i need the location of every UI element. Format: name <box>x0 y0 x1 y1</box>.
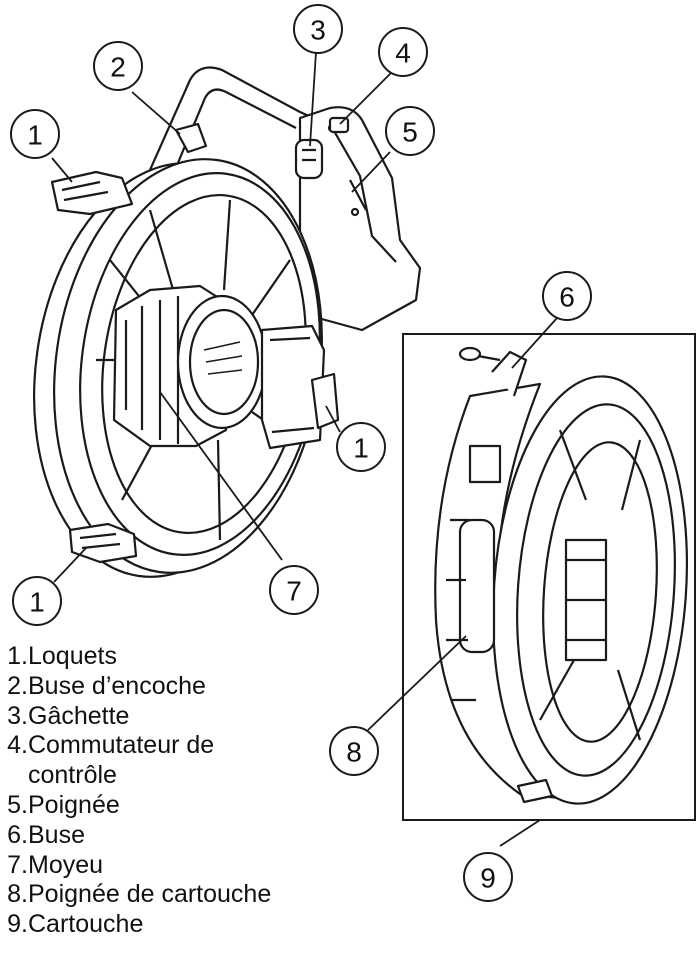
legend-item: 3.Gâchette <box>0 702 271 732</box>
legend-item: 6.Buse <box>0 821 271 851</box>
callout-1-top-number: 1 <box>27 120 43 151</box>
callout-2-number: 2 <box>110 52 126 83</box>
callout-1-right-number: 1 <box>353 433 369 464</box>
callout-9-number: 9 <box>480 863 496 894</box>
callout-8-number: 8 <box>346 737 362 768</box>
callout-1-bottom-number: 1 <box>29 587 45 618</box>
legend-item: 4.Commutateur de <box>0 731 271 761</box>
parts-legend: 1.Loquets 2.Buse d’encoche 3.Gâchette 4.… <box>0 642 271 940</box>
legend-item: 9.Cartouche <box>0 910 271 940</box>
applicator-tool <box>8 68 420 595</box>
legend-item: 7.Moyeu <box>0 851 271 881</box>
callout-7-number: 7 <box>286 576 302 607</box>
legend-item-continuation: contrôle <box>0 761 271 791</box>
legend-item: 8.Poignée de cartouche <box>0 880 271 910</box>
callout-3-number: 3 <box>310 15 326 46</box>
callout-6-number: 6 <box>559 282 575 313</box>
legend-item: 2.Buse d’encoche <box>0 672 271 702</box>
legend-item: 5.Poignée <box>0 791 271 821</box>
callout-4-number: 4 <box>395 38 411 69</box>
legend-item: 1.Loquets <box>0 642 271 672</box>
callout-5-number: 5 <box>402 117 418 148</box>
cartridge <box>435 348 700 810</box>
